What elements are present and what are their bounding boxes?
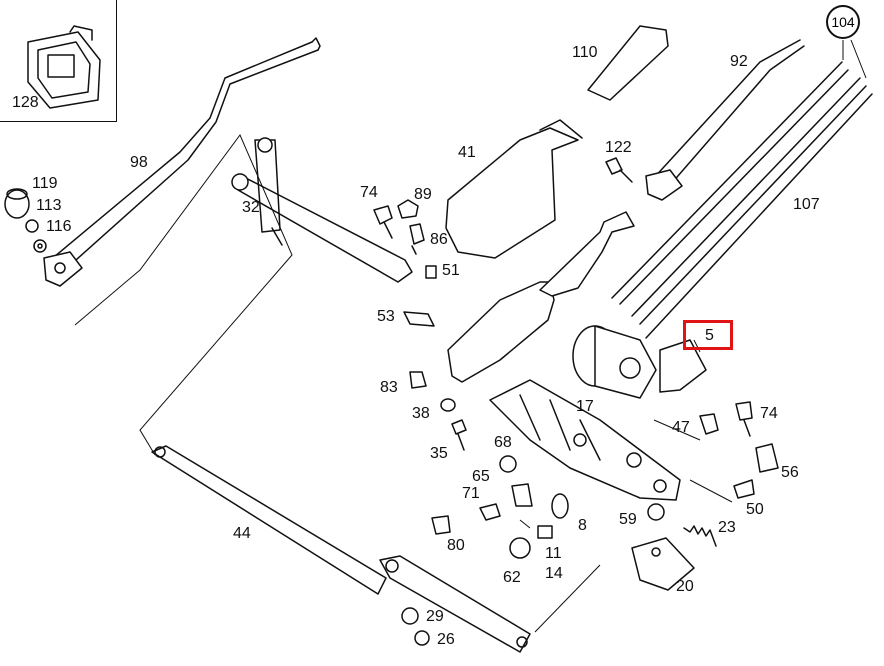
label-113[interactable]: 113 [36, 197, 62, 214]
label-62[interactable]: 62 [503, 569, 521, 586]
label-20[interactable]: 20 [676, 578, 694, 595]
label-80[interactable]: 80 [447, 537, 465, 554]
nut-59[interactable] [647, 503, 665, 521]
wiper-motor-frame-17[interactable] [447, 211, 681, 501]
label-51[interactable]: 51 [442, 262, 460, 279]
highlight-box [683, 320, 733, 350]
bushing-11[interactable] [537, 525, 553, 539]
label-71[interactable]: 71 [462, 485, 480, 502]
cap-119[interactable] [4, 188, 30, 219]
label-35[interactable]: 35 [430, 445, 448, 462]
bracket-65[interactable] [511, 483, 533, 507]
cover-41[interactable] [445, 119, 583, 259]
label-32[interactable]: 32 [242, 199, 260, 216]
label-38[interactable]: 38 [412, 405, 430, 422]
pin-50[interactable] [733, 479, 755, 499]
label-74-left[interactable]: 74 [360, 184, 378, 201]
wiper-arm-92[interactable] [645, 39, 805, 201]
label-5[interactable]: 5 [705, 327, 714, 344]
label-8[interactable]: 8 [578, 517, 587, 534]
label-92[interactable]: 92 [730, 53, 748, 70]
label-17[interactable]: 17 [576, 398, 594, 415]
grommet-38[interactable] [440, 398, 456, 412]
linkage-rod-44[interactable] [151, 445, 531, 653]
label-41[interactable]: 41 [458, 144, 476, 161]
label-44[interactable]: 44 [233, 525, 251, 542]
label-104[interactable]: 104 [826, 5, 860, 39]
bolt-74-right[interactable] [735, 401, 753, 437]
washer-116[interactable] [33, 239, 47, 253]
bracket-56[interactable] [755, 443, 779, 473]
label-50[interactable]: 50 [746, 501, 764, 518]
relay-part-128[interactable] [27, 25, 101, 109]
label-11[interactable]: 11 [545, 545, 562, 562]
washer-8[interactable] [551, 493, 569, 519]
wiper-blade-107[interactable] [611, 61, 873, 339]
label-23[interactable]: 23 [718, 519, 736, 536]
nut-113[interactable] [25, 219, 39, 233]
ball-joint-62[interactable] [509, 537, 531, 559]
label-110[interactable]: 110 [572, 44, 598, 61]
label-98[interactable]: 98 [130, 154, 148, 171]
label-119[interactable]: 119 [32, 175, 58, 192]
nut-68[interactable] [499, 455, 517, 473]
linkage-bracket-32[interactable] [231, 137, 413, 283]
label-83[interactable]: 83 [380, 379, 398, 396]
label-56[interactable]: 56 [781, 464, 799, 481]
washer-29[interactable] [401, 607, 419, 625]
label-65[interactable]: 65 [472, 468, 490, 485]
screw-35[interactable] [451, 419, 467, 451]
bolt-74-left[interactable] [373, 205, 393, 239]
label-107[interactable]: 107 [793, 196, 820, 213]
label-122[interactable]: 122 [605, 139, 632, 156]
bolt-122[interactable] [605, 157, 633, 183]
nut-51[interactable] [425, 265, 437, 279]
label-128[interactable]: 128 [12, 94, 39, 111]
label-74-right[interactable]: 74 [760, 405, 778, 422]
nut-26[interactable] [414, 630, 430, 646]
cover-strip-110[interactable] [587, 25, 669, 101]
bolt-71[interactable] [479, 503, 501, 521]
label-29[interactable]: 29 [426, 608, 444, 625]
grommet-47[interactable] [699, 413, 719, 435]
wiper-arm-98[interactable] [43, 37, 321, 287]
bolt-80[interactable] [431, 515, 451, 535]
label-47[interactable]: 47 [672, 419, 690, 436]
nut-89[interactable] [397, 199, 419, 219]
label-89[interactable]: 89 [414, 186, 432, 203]
clip-83[interactable] [409, 371, 427, 389]
inset-box [0, 0, 117, 122]
label-53[interactable]: 53 [377, 308, 395, 325]
label-14[interactable]: 14 [545, 565, 563, 582]
label-86[interactable]: 86 [430, 231, 448, 248]
label-68[interactable]: 68 [494, 434, 512, 451]
label-59[interactable]: 59 [619, 511, 637, 528]
label-26[interactable]: 26 [437, 631, 455, 648]
label-116[interactable]: 116 [46, 218, 72, 235]
bracket-20[interactable] [631, 537, 695, 591]
bolt-86[interactable] [409, 223, 425, 255]
wiper-motor[interactable] [572, 325, 707, 399]
bracket-53[interactable] [403, 311, 435, 327]
spring-23[interactable] [683, 525, 717, 547]
